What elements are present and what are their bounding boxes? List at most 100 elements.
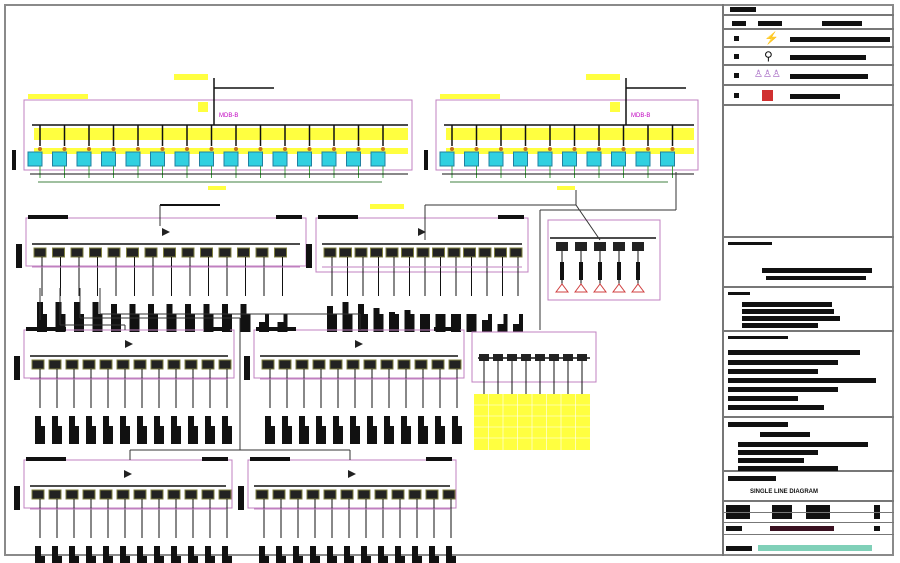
consultant-box <box>724 332 894 418</box>
load-bar <box>519 314 523 332</box>
load-bar <box>259 546 265 563</box>
outgoing-breaker <box>70 247 84 258</box>
notes-area <box>724 106 894 238</box>
breaker-contact <box>87 147 91 151</box>
meter-device <box>562 151 577 167</box>
outgoing-breaker <box>278 359 292 370</box>
load-bar <box>35 546 41 563</box>
breaker-contact <box>332 147 336 151</box>
load-bar <box>120 546 126 563</box>
load-bar <box>598 262 602 280</box>
outgoing-breaker <box>306 489 320 500</box>
load-bar <box>513 324 519 332</box>
load-bar <box>75 556 79 563</box>
outgoing-breaker <box>391 489 405 500</box>
outgoing-breaker <box>218 247 232 258</box>
load-bar <box>407 426 411 444</box>
load-bar <box>171 416 177 444</box>
load-bar <box>271 426 275 444</box>
status-bar <box>758 545 872 551</box>
load-bar <box>126 426 130 444</box>
load-bar <box>58 556 62 563</box>
outgoing-breaker <box>261 359 275 370</box>
alarm-symbol <box>574 283 588 293</box>
outgoing-breaker <box>274 247 287 258</box>
meter-device <box>321 151 337 167</box>
outgoing-breaker <box>133 489 147 500</box>
outgoing-breaker <box>549 354 559 361</box>
outgoing-breaker <box>82 489 96 500</box>
load-bar <box>143 426 147 444</box>
outgoing-breaker <box>116 489 130 500</box>
meter-device <box>488 151 504 167</box>
load-bar <box>426 314 430 332</box>
load-bar <box>452 556 456 563</box>
load-bar <box>379 314 384 332</box>
outgoing-breaker <box>463 247 476 258</box>
meter-device <box>635 151 651 167</box>
meter-device <box>199 151 214 167</box>
load-bar <box>154 416 160 444</box>
load-bar <box>92 556 96 563</box>
outgoing-breaker <box>144 247 158 258</box>
load-bar <box>191 314 195 332</box>
side-marker <box>306 244 312 268</box>
outgoing-breaker <box>339 247 352 258</box>
outgoing-breaker <box>99 489 113 500</box>
panel-label: MDB-B <box>219 113 238 119</box>
panel-tag <box>202 457 228 461</box>
outgoing-breaker <box>201 359 215 370</box>
load-bar <box>137 416 143 444</box>
outgoing-breaker <box>48 359 62 370</box>
meter-device <box>101 151 116 167</box>
load-bar <box>316 556 320 563</box>
load-bar <box>560 262 564 280</box>
outgoing-breaker <box>31 359 45 370</box>
outgoing-breaker <box>478 247 492 258</box>
outgoing-breaker <box>89 247 102 258</box>
outgoing-breaker <box>340 489 354 500</box>
switch-symbol-icon: ⚲ <box>764 49 773 63</box>
load-bar <box>41 426 45 444</box>
load-bar <box>69 416 75 444</box>
load-bar <box>410 314 415 332</box>
panel-border <box>247 459 457 509</box>
outgoing-breaker <box>414 359 428 370</box>
load-bar <box>75 426 79 444</box>
incomer-breaker <box>162 228 170 236</box>
legend-row: ♙♙♙ <box>724 66 894 86</box>
panel-tag <box>318 215 358 219</box>
load-bar <box>305 426 309 444</box>
load-bar <box>92 426 96 444</box>
outgoing-breaker <box>116 359 130 370</box>
load-bar <box>205 416 211 444</box>
load-bar <box>55 302 62 332</box>
load-bar <box>177 426 181 444</box>
load-bar <box>86 546 92 563</box>
outgoing-breaker <box>48 489 62 500</box>
load-bar <box>228 556 232 563</box>
outgoing-breaker <box>521 354 531 361</box>
breaker-tag-strip <box>446 148 694 154</box>
outgoing-breaker <box>447 247 461 258</box>
incomer-breaker <box>355 340 363 348</box>
load-bar <box>103 546 109 563</box>
load-bar <box>276 546 282 563</box>
load-bar <box>211 426 215 444</box>
outgoing-breaker <box>82 359 96 370</box>
outgoing-breaker <box>563 354 573 361</box>
outgoing-breaker <box>556 242 568 251</box>
breaker-contact <box>307 147 312 151</box>
incomer-breaker <box>124 470 132 478</box>
outgoing-breaker <box>577 354 587 361</box>
outgoing-breaker <box>479 354 489 361</box>
load-bar <box>384 556 388 563</box>
panel-tag <box>250 457 290 461</box>
load-bar <box>222 546 228 563</box>
load-bar <box>358 304 364 332</box>
outgoing-breaker <box>632 242 644 251</box>
title-block: ⚡ ⚲ ♙♙♙ <box>722 4 894 556</box>
load-bar <box>390 426 394 444</box>
outgoing-breaker <box>181 247 195 258</box>
legend-header <box>724 4 894 16</box>
